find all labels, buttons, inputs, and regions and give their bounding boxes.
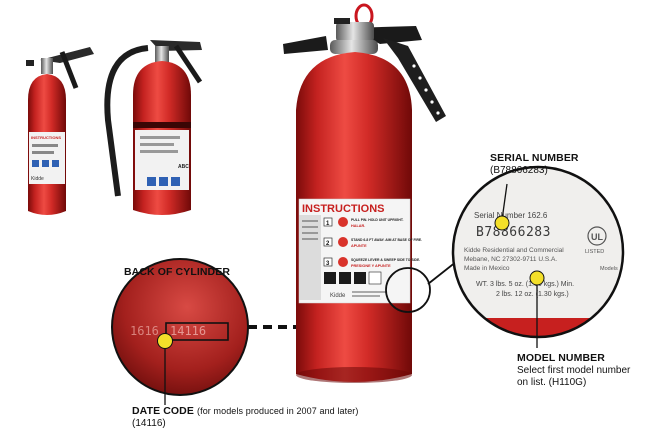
model-number-line1: Select first model number — [517, 365, 631, 376]
back-of-cylinder-title: BACK OF CYLINDER — [124, 266, 231, 278]
date-code-title: DATE CODE — [132, 405, 194, 417]
step2-text: STAND 6-8 FT AWAY. AIM AT BASE OF FIRE. — [351, 238, 422, 242]
zoom-serial-line: Serial Number 162.6 — [474, 211, 548, 220]
zoom-weight-1: WT. 3 lbs. 5 oz. (1.50 kgs.) Min. — [476, 281, 574, 288]
zoom-weight-2: 2 lbs. 12 oz. (1.30 kgs.) — [496, 291, 569, 298]
svg-text:2: 2 — [326, 241, 330, 247]
zoom-serial-big: B78866283 — [476, 225, 551, 240]
model-number-title: MODEL NUMBER — [517, 352, 605, 364]
step1-text: PULL PIN. HOLD UNIT UPRIGHT. — [351, 218, 404, 222]
back-of-cylinder-zoom: 1616 14116 — [111, 258, 249, 405]
serial-number-title: SERIAL NUMBER — [490, 152, 579, 164]
main-extinguisher: INSTRUCTIONS 1 PULL PIN. HOLD UNIT UPRIG… — [283, 3, 446, 383]
model-number-line2: on list. (H110G) — [517, 377, 587, 388]
small-extinguisher-1: INSTRUCTIONS Kidde — [26, 47, 94, 215]
serial-zoom-circle: Serial Number 162.6 B78866283 Kidde Resi… — [451, 165, 625, 348]
step2-spanish: APUNTE — [351, 244, 367, 248]
small-label-text: INSTRUCTIONS — [31, 135, 61, 140]
zoom-models-text: Models — [600, 266, 618, 272]
zoom-company: Kidde Residential and Commercial — [464, 247, 564, 254]
date-code-note: (for models produced in 2007 and later) — [197, 406, 359, 416]
svg-text:1: 1 — [326, 221, 330, 227]
main-instructions-title: INSTRUCTIONS — [302, 203, 385, 215]
small-abc-text: ABC — [178, 164, 189, 170]
svg-text:3: 3 — [326, 261, 330, 267]
main-brand-text: Kidde — [330, 293, 346, 299]
step1-spanish: HALAR. — [351, 224, 365, 228]
zoom-made: Made in Mexico — [464, 265, 510, 272]
serial-number-value: (B78866283) — [490, 165, 548, 176]
step3-text: SQUEEZE LEVER & SWEEP SIDE TO SIDE. — [351, 258, 420, 262]
small-brand-text: Kidde — [31, 176, 44, 182]
ul-listed-text: LISTED — [585, 249, 604, 255]
step3-spanish: PRESIONE Y APUNTE — [351, 264, 391, 268]
date-code-left-digits: 1616 — [130, 324, 159, 338]
small-extinguisher-2: ABC — [104, 40, 203, 215]
date-code-label: DATE CODE (for models produced in 2007 a… — [132, 405, 359, 417]
zoom-address: Mebane, NC 27302-9711 U.S.A. — [464, 256, 557, 263]
ul-logo-text: UL — [591, 232, 603, 242]
date-code-value: (14116) — [132, 418, 166, 429]
date-code-boxed-digits: 14116 — [170, 324, 206, 338]
